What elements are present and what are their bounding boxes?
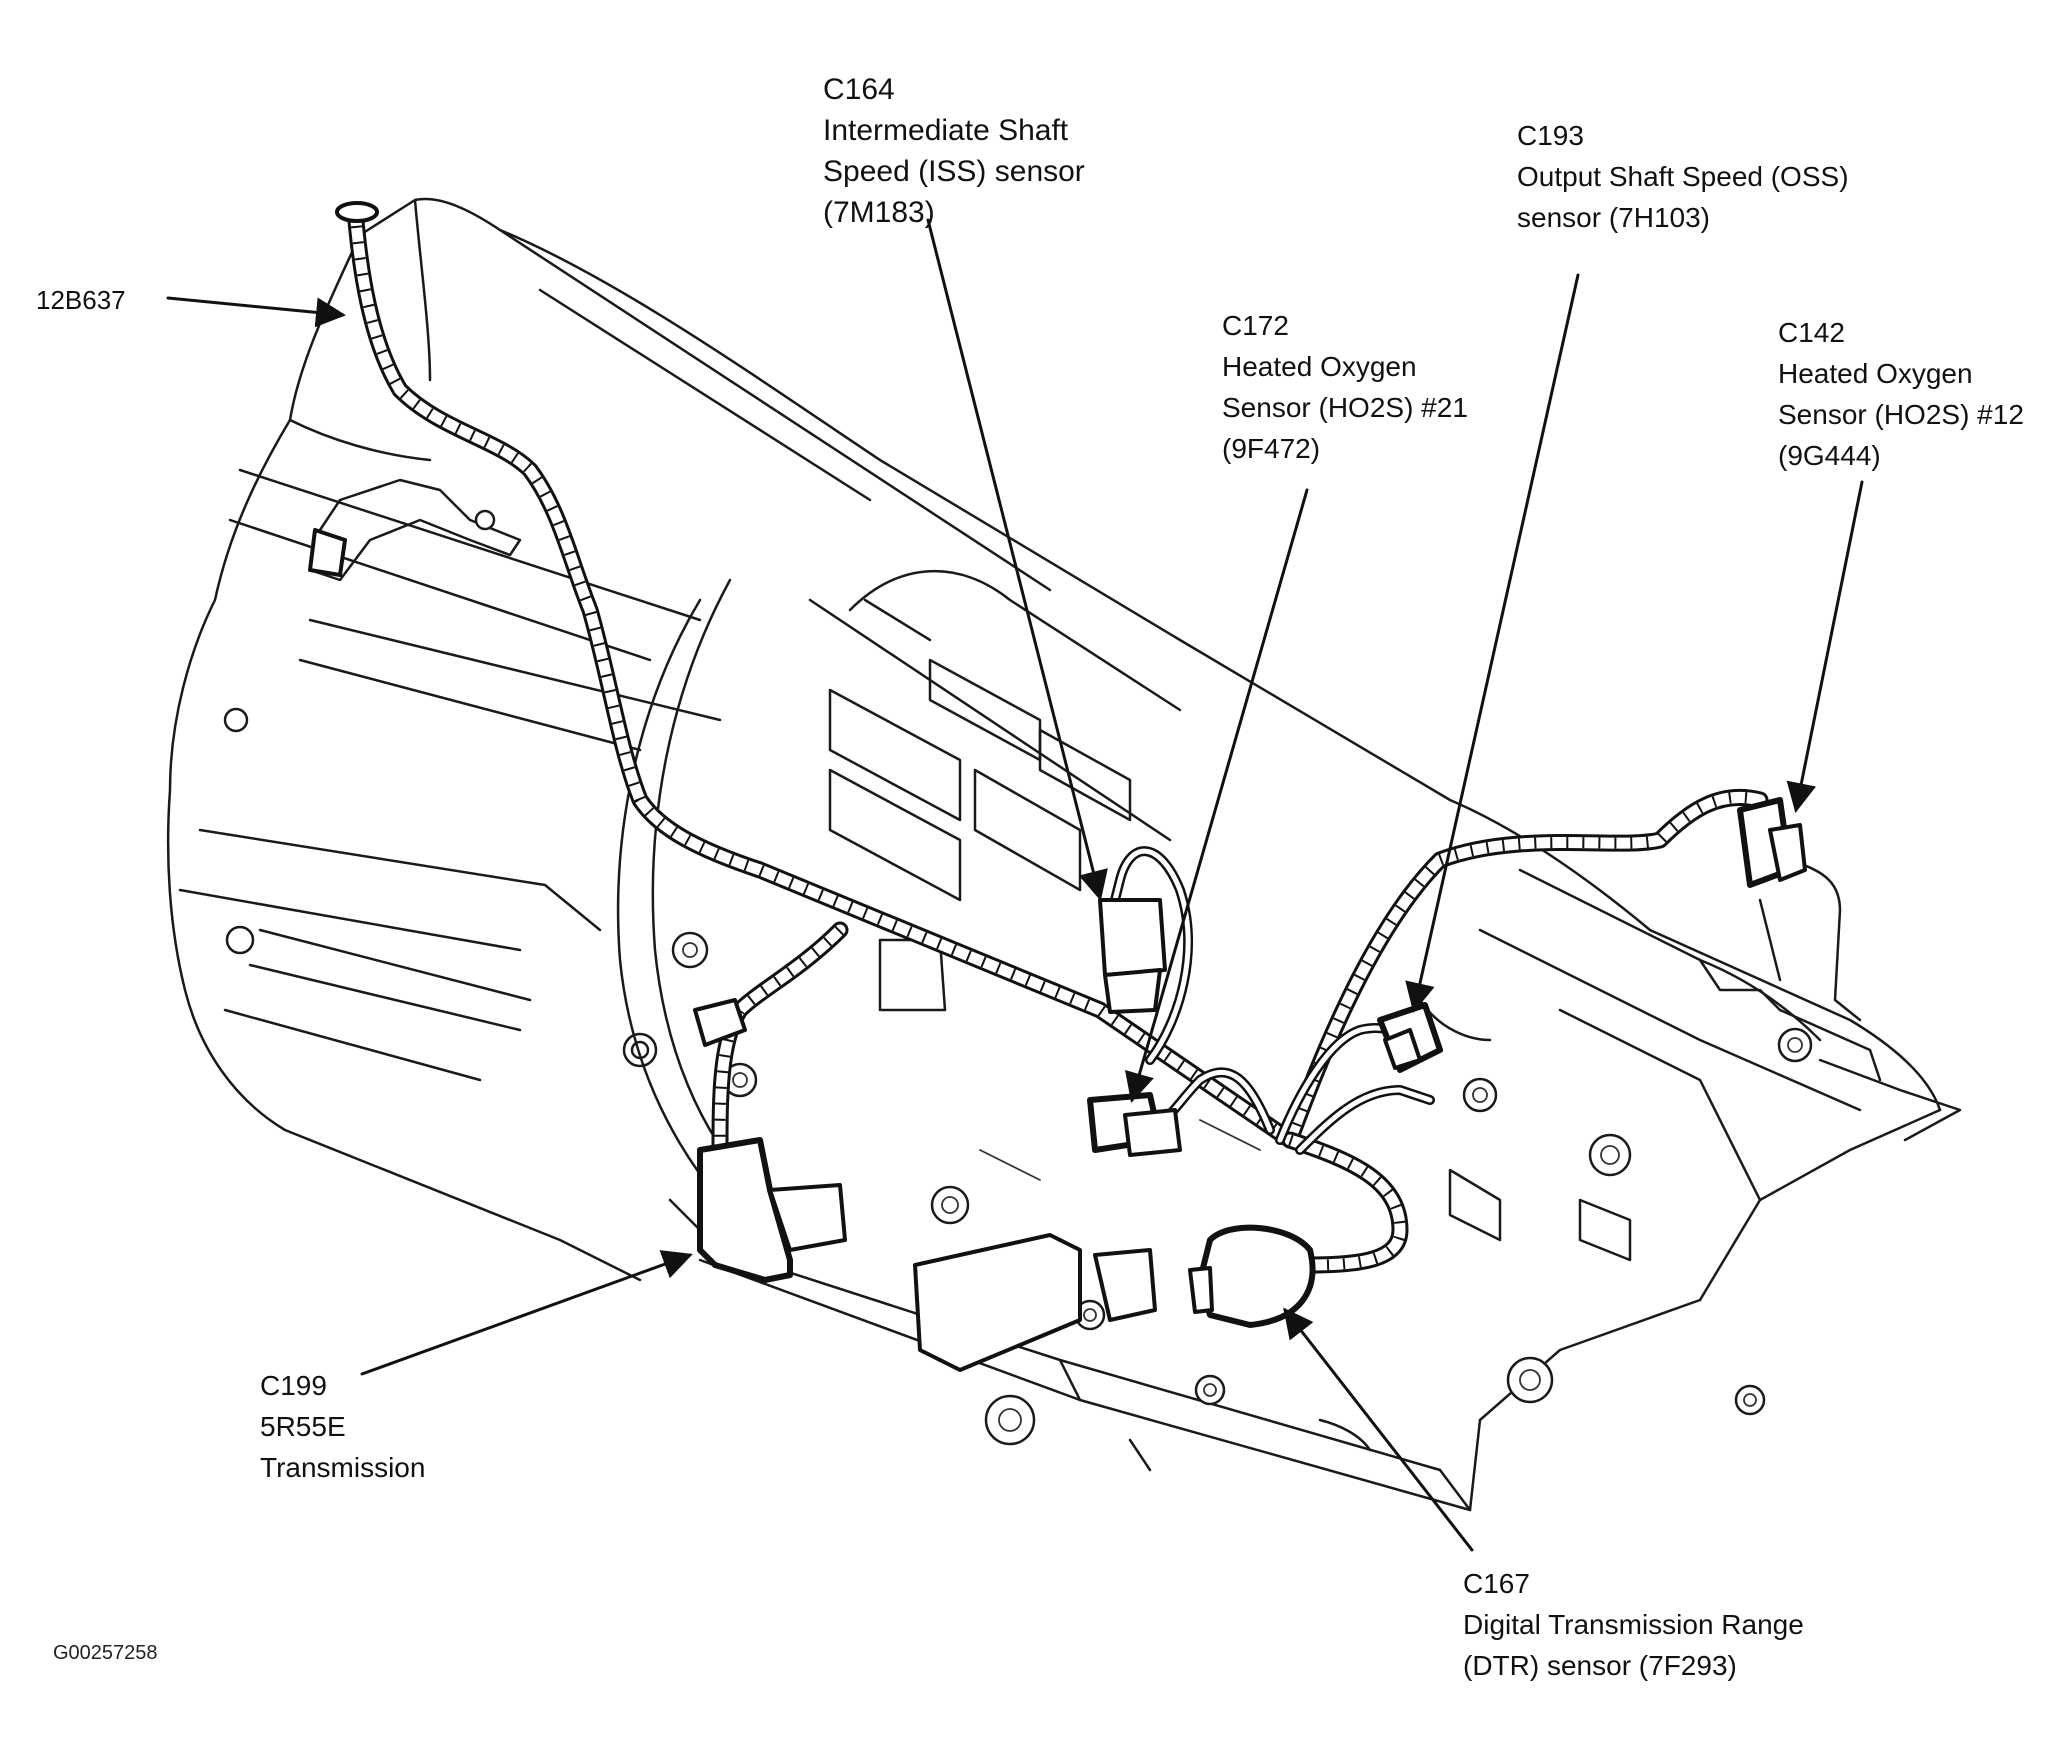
label-c167-line2: (DTR) sensor (7F293) bbox=[1463, 1650, 1737, 1681]
label-c142-line2: Sensor (HO2S) #12 bbox=[1778, 399, 2024, 430]
label-c199-id: C199 bbox=[260, 1370, 327, 1401]
label-c199-line2: Transmission bbox=[260, 1452, 426, 1483]
label-c199-line1: 5R55E bbox=[260, 1411, 346, 1442]
label-c193-id: C193 bbox=[1517, 120, 1584, 151]
label-c164: C164 Intermediate Shaft Speed (ISS) sens… bbox=[823, 69, 1085, 233]
leader-12b637 bbox=[166, 296, 346, 328]
label-c167-line1: Digital Transmission Range bbox=[1463, 1609, 1804, 1640]
label-c193-line1: Output Shaft Speed (OSS) bbox=[1517, 161, 1849, 192]
label-c164-line2: Speed (ISS) sensor bbox=[823, 155, 1085, 188]
label-c172: C172 Heated Oxygen Sensor (HO2S) #21 (9F… bbox=[1222, 305, 1468, 469]
label-c193-line2: sensor (7H103) bbox=[1517, 202, 1710, 233]
label-c172-line3: (9F472) bbox=[1222, 433, 1321, 464]
label-c142: C142 Heated Oxygen Sensor (HO2S) #12 (9G… bbox=[1778, 312, 2024, 476]
c199-connector bbox=[697, 1137, 793, 1283]
label-c167-id: C167 bbox=[1463, 1568, 1530, 1599]
dtr-sensor-body bbox=[913, 1233, 1082, 1372]
leader-c193 bbox=[1405, 273, 1580, 1013]
label-c164-id: C164 bbox=[823, 73, 895, 106]
wiring-harness-12b637 bbox=[335, 201, 1862, 1274]
label-c193: C193 Output Shaft Speed (OSS) sensor (7H… bbox=[1517, 115, 1849, 238]
leader-c199 bbox=[360, 1250, 693, 1376]
figure-id: G00257258 bbox=[53, 1642, 158, 1664]
label-12b637-id: 12B637 bbox=[36, 285, 126, 315]
label-c142-line3: (9G444) bbox=[1778, 440, 1881, 471]
label-c172-line2: Sensor (HO2S) #21 bbox=[1222, 392, 1468, 423]
label-c164-line1: Intermediate Shaft bbox=[823, 114, 1069, 147]
label-c172-id: C172 bbox=[1222, 310, 1289, 341]
label-c199: C199 5R55E Transmission bbox=[260, 1365, 425, 1488]
label-12b637: 12B637 bbox=[36, 280, 126, 321]
c164-connector bbox=[1098, 898, 1167, 977]
label-c172-line1: Heated Oxygen bbox=[1222, 351, 1417, 382]
leader-c167 bbox=[1283, 1307, 1474, 1552]
label-c142-id: C142 bbox=[1778, 317, 1845, 348]
label-c164-line3: (7M183) bbox=[823, 196, 935, 229]
c167-connector bbox=[1197, 1224, 1316, 1328]
leader-c142 bbox=[1786, 480, 1864, 813]
label-c167: C167 Digital Transmission Range (DTR) se… bbox=[1463, 1563, 1804, 1686]
transmission-housing bbox=[166, 197, 1962, 1512]
connectors bbox=[308, 478, 1807, 1372]
label-c142-line1: Heated Oxygen bbox=[1778, 358, 1973, 389]
leader-c172 bbox=[1125, 488, 1309, 1103]
leader-lines bbox=[166, 218, 1864, 1552]
leader-c164 bbox=[926, 218, 1108, 901]
harness-clip bbox=[693, 998, 747, 1047]
